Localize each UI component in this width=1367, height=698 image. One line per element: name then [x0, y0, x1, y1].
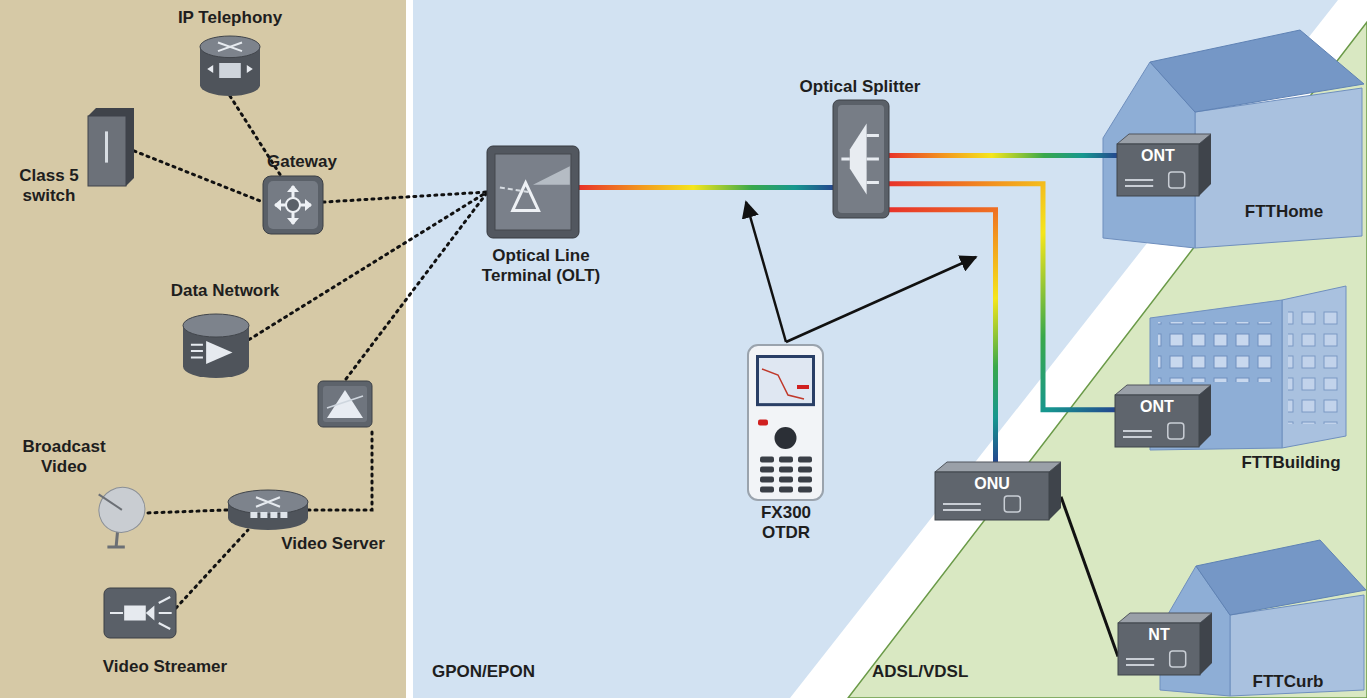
component-label: FTTBuilding — [1220, 453, 1362, 473]
dotted-link — [308, 429, 372, 510]
fiber-link — [579, 185, 833, 190]
component-label: Optical Splitter — [780, 77, 940, 97]
test-arrow — [786, 257, 976, 342]
fiber-link — [889, 184, 1115, 410]
region-label: ADSL/VDSL — [872, 662, 968, 682]
icon-graphic — [228, 490, 308, 530]
device-label: NT — [1118, 625, 1200, 645]
component-label: Data Network — [150, 281, 300, 301]
component-label: Video Streamer — [80, 657, 250, 677]
equipment-icon: Gateway — [263, 176, 323, 234]
icon-graphic — [748, 345, 823, 500]
dotted-link — [134, 151, 263, 202]
equipment-icon: Data Network — [183, 314, 249, 378]
component-label: FX300 OTDR — [736, 503, 836, 543]
fiber-link — [889, 210, 996, 462]
equipment-icon: Video Server — [228, 490, 308, 530]
icon-graphic — [88, 108, 134, 186]
dotted-link — [148, 510, 228, 513]
equipment-icon: FX300 OTDR — [748, 345, 823, 500]
icon-graphic — [1115, 385, 1211, 447]
component-label: Class 5 switch — [12, 166, 86, 206]
equipment-icon: Optical Splitter — [833, 100, 889, 218]
dotted-link — [176, 530, 248, 608]
icon-graphic — [200, 36, 260, 96]
icon-graphic — [104, 588, 176, 638]
component-label: Broadcast Video — [12, 437, 116, 477]
copper-link — [1061, 497, 1118, 657]
component-label: Optical Line Terminal (OLT) — [466, 246, 616, 286]
icon-graphic — [90, 485, 148, 547]
component-label: Video Server — [270, 534, 396, 554]
core-panel — [0, 0, 406, 698]
access-panel — [848, 22, 1367, 698]
equipment-icon: Video Streamer — [104, 588, 176, 638]
component-label: IP Telephony — [160, 8, 300, 28]
icon-graphic — [263, 176, 323, 234]
icon-graphic — [183, 314, 249, 378]
equipment-icon: Class 5 switch — [88, 108, 134, 186]
component-label: FTTHome — [1224, 202, 1344, 222]
network-device: ONU — [935, 462, 1061, 520]
network-device: NTFTTCurb — [1118, 613, 1212, 675]
icon-graphic — [1117, 134, 1211, 196]
region-label: GPON/EPON — [432, 662, 535, 682]
component-label: Gateway — [252, 152, 352, 172]
equipment-icon: IP Telephony — [200, 36, 260, 96]
network-device: ONTFTTHome — [1117, 134, 1211, 196]
device-label: ONU — [935, 474, 1049, 494]
dotted-link — [323, 192, 487, 202]
network-device: ONTFTTBuilding — [1115, 385, 1211, 447]
dotted-link — [346, 194, 486, 379]
video-amplifier — [318, 381, 372, 427]
component-label: FTTCurb — [1228, 672, 1348, 692]
equipment-icon: Optical Line Terminal (OLT) — [487, 146, 579, 238]
equipment-icon: Broadcast Video — [90, 485, 148, 547]
device-label: ONT — [1117, 146, 1199, 166]
device-label: ONT — [1115, 397, 1199, 417]
icon-graphic — [487, 146, 579, 238]
fiber-link — [889, 153, 1117, 158]
house — [1103, 30, 1364, 248]
icon-graphic — [1118, 613, 1212, 675]
icon-graphic — [833, 100, 889, 218]
test-arrow — [746, 202, 786, 342]
